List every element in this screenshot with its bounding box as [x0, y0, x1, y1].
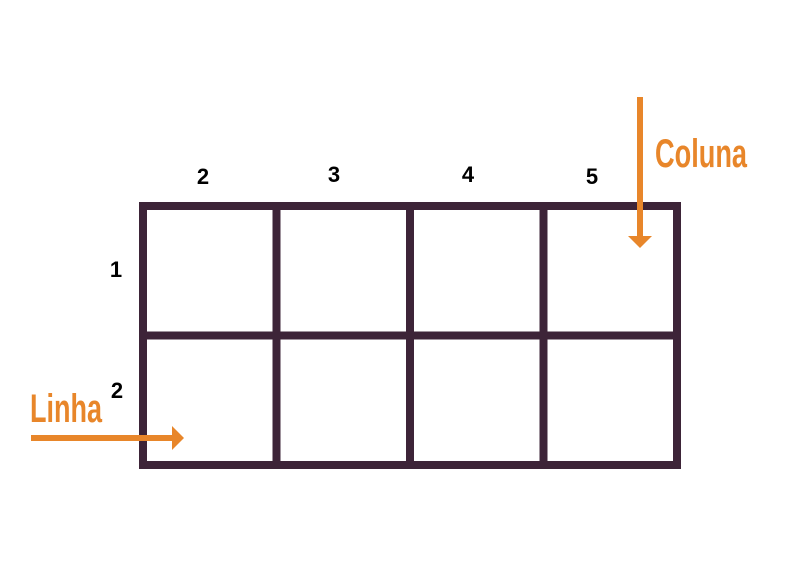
arrow-right-icon	[172, 426, 184, 450]
column-callout: Coluna	[628, 97, 748, 248]
grid-cell	[539, 331, 681, 469]
row-number: 2	[111, 378, 123, 403]
grid	[139, 202, 681, 469]
row-numbers: 1 2	[110, 257, 123, 403]
column-number: 2	[197, 164, 209, 189]
grid-cell	[139, 202, 281, 340]
row-number: 1	[110, 257, 122, 282]
column-number: 3	[328, 162, 340, 187]
grid-cell	[539, 202, 681, 340]
grid-cell	[272, 331, 414, 469]
column-label: Coluna	[655, 132, 748, 176]
column-numbers: 2 3 4 5	[197, 162, 598, 189]
grid-cell	[139, 331, 281, 469]
row-label: Linha	[30, 387, 103, 431]
column-number: 5	[586, 164, 598, 189]
grid-cell	[406, 202, 548, 340]
column-number: 4	[462, 162, 475, 187]
grid-cell	[272, 202, 414, 340]
row-callout: Linha	[30, 387, 184, 450]
grid-cell	[406, 331, 548, 469]
arrow-down-icon	[628, 236, 652, 248]
